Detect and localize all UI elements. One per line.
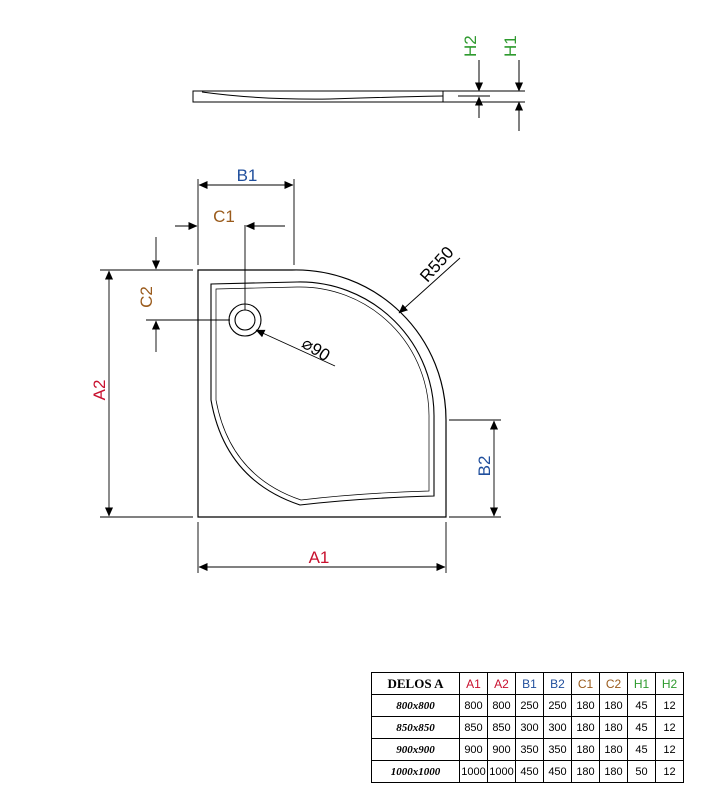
c2-label: C2 — [137, 286, 156, 308]
table-row: 800x800 800 800 250 250 180 180 45 12 — [371, 694, 684, 717]
table-cell: 12 — [655, 760, 684, 783]
table-cell: 300 — [515, 716, 544, 739]
tray-profile-top-curve — [201, 91, 444, 100]
a2-label: A2 — [90, 380, 109, 401]
plan-view — [100, 179, 501, 573]
table-cell: 180 — [599, 694, 628, 717]
a1-label: A1 — [309, 548, 330, 567]
table-cell: 250 — [515, 694, 544, 717]
table-cell: 300 — [543, 716, 572, 739]
table-cell: 350 — [515, 738, 544, 761]
table-cell: 50 — [627, 760, 656, 783]
table-header-h1: H1 — [627, 672, 656, 695]
table-cell: 180 — [599, 716, 628, 739]
table-cell: 450 — [543, 760, 572, 783]
table-header-row: DELOS A A1 A2 B1 B2 C1 C2 H1 H2 — [371, 672, 684, 695]
drain-inner-ring — [234, 309, 256, 331]
table-cell: 12 — [655, 694, 684, 717]
table-cell: 350 — [543, 738, 572, 761]
table-header-a1: A1 — [459, 672, 488, 695]
table-model-name: DELOS A — [371, 672, 460, 695]
table-cell: 180 — [571, 738, 600, 761]
table-cell: 45 — [627, 694, 656, 717]
c1-label: C1 — [213, 207, 235, 226]
table-cell-size: 1000x1000 — [371, 760, 460, 783]
drain-diameter-leader — [255, 329, 336, 367]
table-cell: 1000 — [487, 760, 516, 783]
table-cell: 850 — [487, 716, 516, 739]
table-cell: 450 — [515, 760, 544, 783]
drain-diameter-label: ⌀90 — [299, 334, 334, 366]
radius-leader-arrow — [398, 257, 461, 314]
table-cell: 45 — [627, 716, 656, 739]
table-cell: 12 — [655, 716, 684, 739]
table-cell: 1000 — [459, 760, 488, 783]
table-cell: 900 — [459, 738, 488, 761]
table-cell: 180 — [599, 760, 628, 783]
table-cell: 180 — [571, 716, 600, 739]
h1-label: H1 — [501, 35, 520, 57]
table-header-a2: A2 — [487, 672, 516, 695]
side-profile-view — [192, 60, 525, 131]
table-cell: 250 — [543, 694, 572, 717]
dimensions-table: DELOS A A1 A2 B1 B2 C1 C2 H1 H2 800x800 … — [371, 672, 684, 783]
table-cell: 180 — [571, 760, 600, 783]
table-cell: 180 — [571, 694, 600, 717]
table-cell: 850 — [459, 716, 488, 739]
h2-label: H2 — [461, 35, 480, 57]
table-cell-size: 850x850 — [371, 716, 460, 739]
table-cell: 45 — [627, 738, 656, 761]
b1-label: B1 — [237, 166, 258, 185]
b2-label: B2 — [475, 456, 494, 477]
table-header-b1: B1 — [515, 672, 544, 695]
table-cell: 900 — [487, 738, 516, 761]
table-row: 1000x1000 1000 1000 450 450 180 180 50 1… — [371, 760, 684, 783]
table-cell-size: 900x900 — [371, 738, 460, 761]
tray-inner-basin-inset — [215, 286, 430, 501]
table-cell: 800 — [459, 694, 488, 717]
table-cell: 800 — [487, 694, 516, 717]
table-cell: 180 — [599, 738, 628, 761]
tray-inner-basin — [210, 281, 435, 506]
table-header-h2: H2 — [655, 672, 684, 695]
table-cell-size: 800x800 — [371, 694, 460, 717]
table-cell: 12 — [655, 738, 684, 761]
table-header-c1: C1 — [571, 672, 600, 695]
table-header-c2: C2 — [599, 672, 628, 695]
shower-tray-drawing: H2 H1 — [90, 35, 525, 573]
table-header-b2: B2 — [543, 672, 572, 695]
table-row: 850x850 850 850 300 300 180 180 45 12 — [371, 716, 684, 739]
table-row: 900x900 900 900 350 350 180 180 45 12 — [371, 738, 684, 761]
